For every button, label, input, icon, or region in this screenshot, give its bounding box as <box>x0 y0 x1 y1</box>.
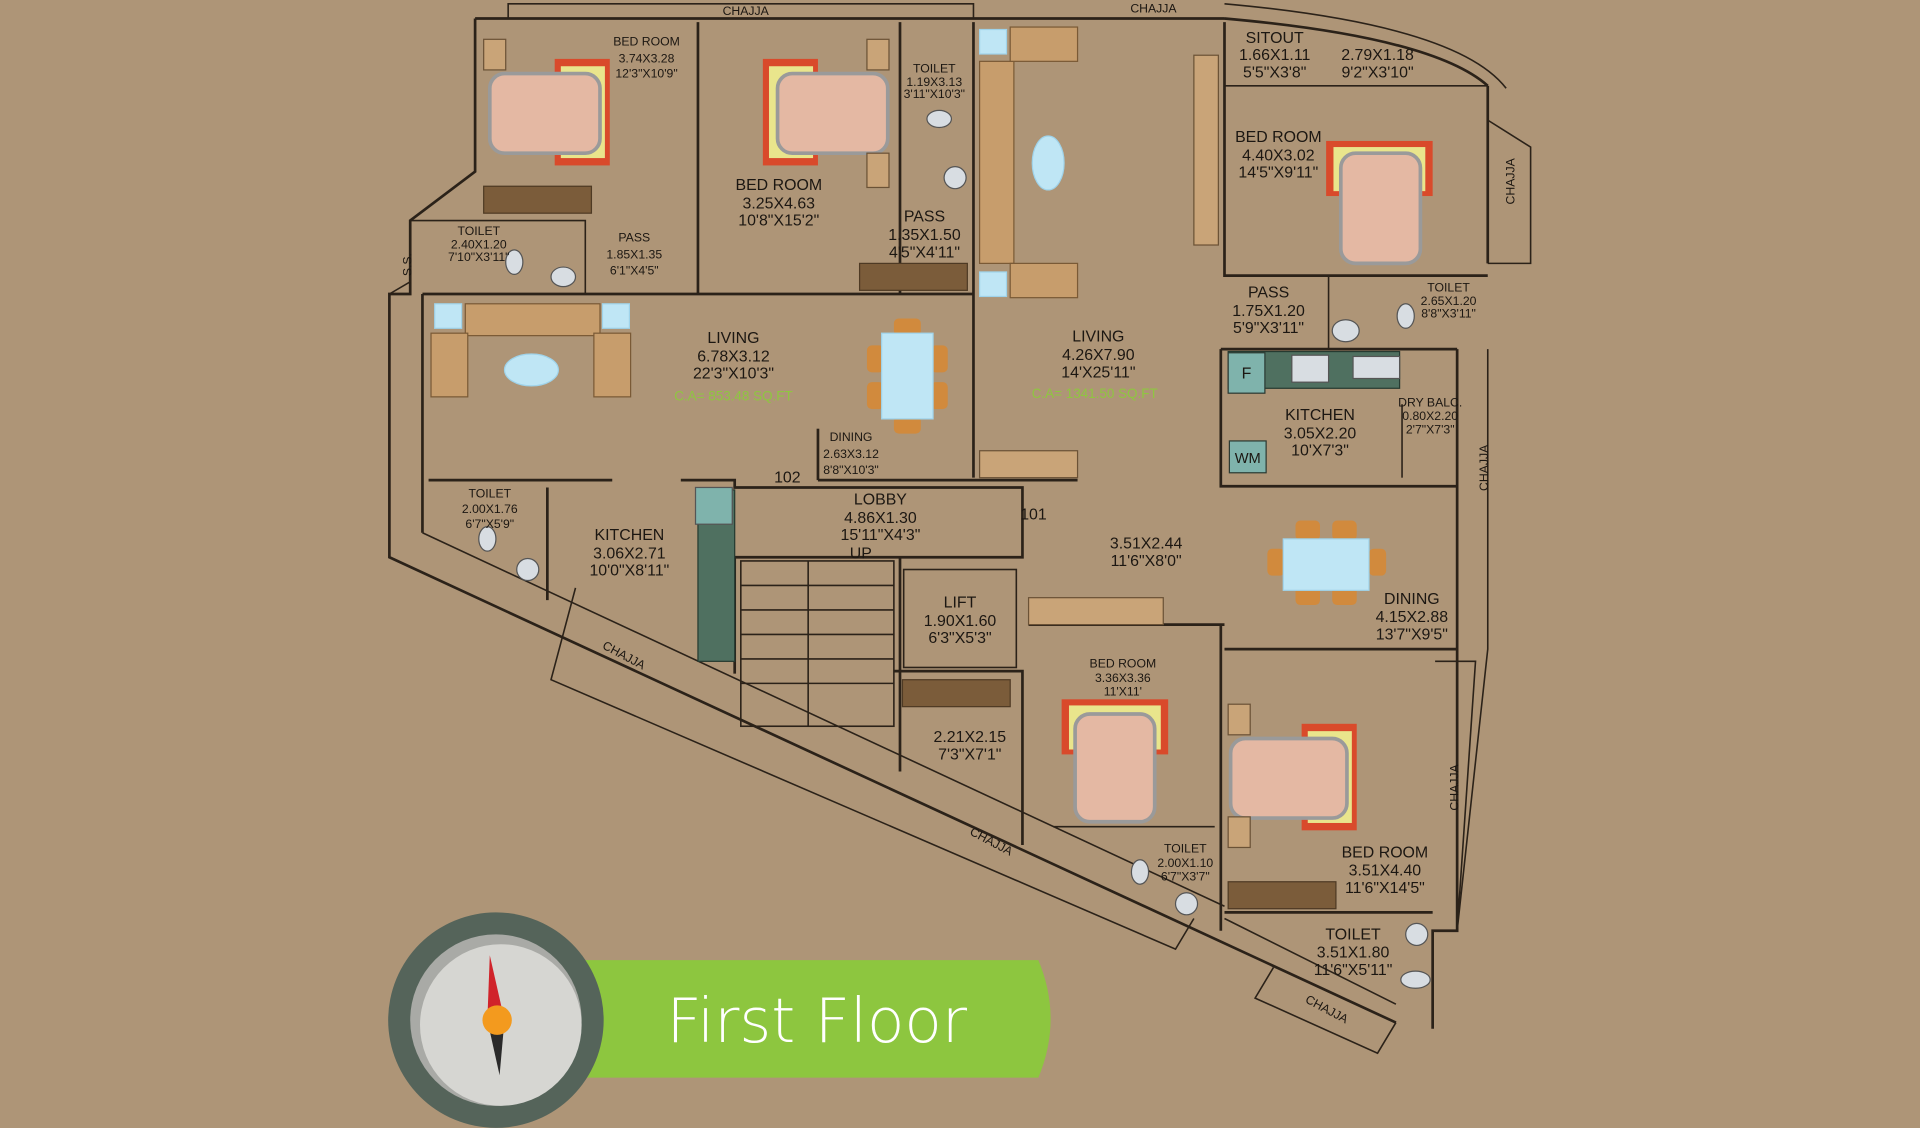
washing-machine-label: WM <box>1235 451 1261 467</box>
bed-icon <box>1228 723 1357 831</box>
floor-title-banner: First Floor <box>575 960 1051 1078</box>
carpet-area-label: C.A= 853.48 SQ.FT <box>674 389 793 404</box>
fridge-label: F <box>1242 365 1252 382</box>
outer-walls <box>388 3 1532 1055</box>
chajja-label: CHAJJA <box>723 4 770 18</box>
dining-table-icon <box>866 318 948 434</box>
washing-machine-icon: WM <box>1228 440 1267 474</box>
fridge-icon: F <box>1227 352 1266 394</box>
sofa-icon <box>430 303 632 398</box>
chajja-label: CHAJJA <box>1504 157 1518 204</box>
carpet-area-label: C.A= 1341.50 SQ.FT <box>1032 386 1158 401</box>
bed-icon <box>1326 140 1433 266</box>
dining-table-icon <box>1267 520 1387 606</box>
chajja-label: CHAJJA <box>1130 1 1177 15</box>
bed-icon <box>487 58 610 166</box>
bed-icon <box>762 58 890 166</box>
compass-icon <box>388 912 604 1128</box>
flat-number-101: 101 <box>1020 506 1047 523</box>
flat-number-102: 102 <box>774 470 801 487</box>
interior-walls <box>410 22 1488 931</box>
chajja-label: CHAJJA <box>1447 764 1461 811</box>
ss-label: S.S. <box>400 253 414 276</box>
chajja-label: CHAJJA <box>968 824 1016 858</box>
chajja-label: CHAJJA <box>1477 444 1491 491</box>
sofa-icon <box>978 26 1079 299</box>
chajja-label: CHAJJA <box>600 638 648 672</box>
staircase <box>740 560 895 728</box>
furniture: F WM <box>430 26 1433 989</box>
floor-title: First Floor <box>666 986 967 1057</box>
bed-icon <box>1061 699 1169 824</box>
